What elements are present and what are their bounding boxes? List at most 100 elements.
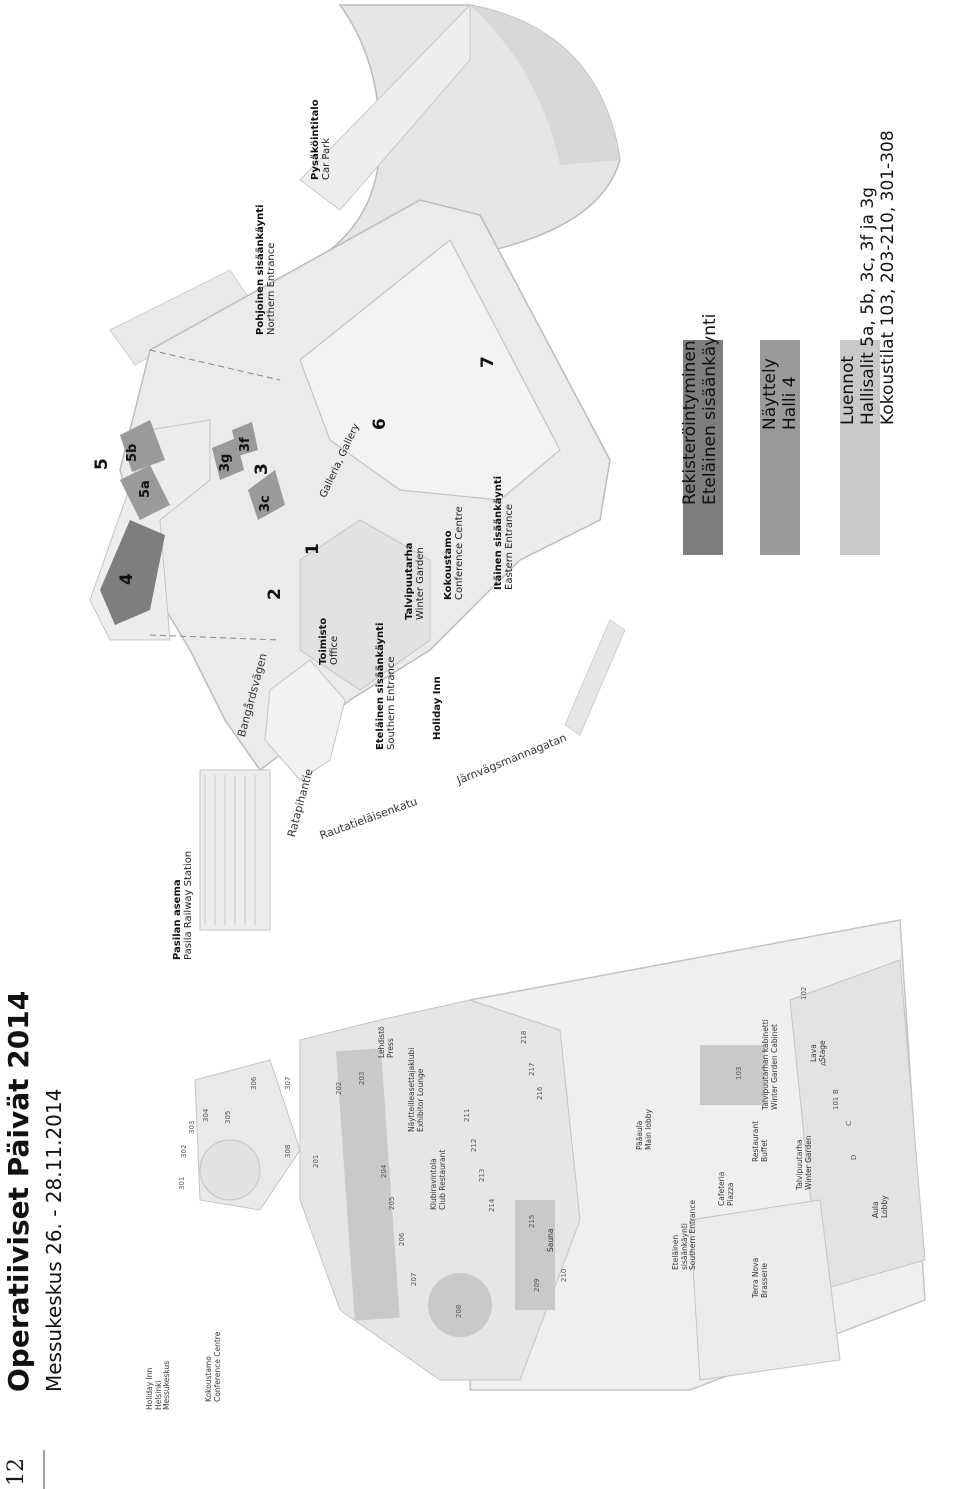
floor-southern-entrance-label: Eteläinen sisäänkäynti Southern Entrance [671,1200,698,1270]
restaurant-label: Restaurant Buffet [751,1121,769,1162]
legend-swatch-registration [683,340,723,555]
rooms-209-215 [515,1200,555,1310]
rooms-203-207 [335,1048,400,1321]
legend-line: Eteläinen sisäänkäynti [700,313,720,505]
rotunda-300 [199,1139,261,1201]
winter-garden-fi: Talvipuutarha [404,542,415,620]
room-308: 308 [284,1144,292,1158]
office-fi: Toimisto [318,617,329,665]
winter-garden-cabinet-label: Talvipuutarhan kabinetti Winter Garden C… [761,1019,779,1110]
club-restaurant-en: Club Restaurant [437,1149,447,1210]
lobby-l2: Lobby [879,1195,889,1218]
legend-line: Luennot [838,355,858,425]
hall-3f [232,422,258,456]
room-302: 302 [180,1144,188,1158]
room-101: 101 [832,1096,840,1110]
conference-centre-label: Kokoustamo Conference Centre [443,506,465,600]
hall-3g-label: 3g [218,453,233,472]
stage-l2: Stage [817,1040,827,1062]
room-letter-b: B [832,1089,840,1094]
eastern-entrance-fi: Itäinen sisäänkäynti [493,475,504,590]
conference-centre-floor-label: Kokoustamo Conference Centre [204,1331,222,1402]
car-park-ramp [299,3,471,211]
exhibitor-lounge-en: Exhibitor Lounge [415,1068,425,1132]
exhibitor-lounge-label: Näytteilleasettajaklubi Exhibitor Lounge [407,1048,425,1132]
terra-nova-label: Terra Nova Brasserie [751,1258,769,1298]
railway-station [199,769,271,931]
room-211: 211 [463,1108,471,1122]
sauna-label: Sauna [546,1228,555,1252]
main-lobby-en: Main lobby [643,1109,653,1150]
winter-garden-label: Talvipuutarha Winter Garden [404,543,426,620]
road [564,619,626,736]
holiday-inn-label: Holiday Inn [432,676,443,740]
room-213: 213 [478,1168,486,1182]
car-park-fi: Pysäköintitalo [310,99,321,180]
terra-nova-l2: Brasserie [759,1262,769,1298]
room-301: 301 [178,1176,186,1190]
northern-entrance-label: Pohjoinen sisäänkäynti Northern Entrance [255,205,277,335]
southern-entrance-label: Eteläinen sisäänkäynti Southern Entrance [375,623,397,750]
room-217: 217 [528,1062,536,1076]
southern-entrance-building [264,659,346,781]
legend-item-registration: Rekisteröintyminen Eteläinen sisäänkäynt… [680,314,720,505]
cafeteria-l2: Piazza [725,1182,735,1206]
room-205: 205 [388,1196,396,1210]
press-en: Press [385,1038,395,1058]
room-210: 210 [560,1268,568,1282]
room-305: 305 [224,1110,232,1124]
legend-line: Näyttely [760,358,780,430]
room-103: 103 [735,1066,743,1080]
room-304: 304 [202,1108,210,1122]
room-215: 215 [528,1214,536,1228]
main-lobby-label: Pääaula Main lobby [635,1109,653,1150]
lower-lobby [689,1199,841,1381]
room-letter-d: D [850,1154,858,1160]
hall-5a [120,465,170,520]
railway-station-fi: Pasilan asema [172,879,183,960]
hall-4-exhibition [100,520,165,625]
room-208: 208 [455,1304,463,1318]
legend-line: Hallisalit 5a, 5b, 3c, 3f ja 3g [858,187,878,425]
hall-5b [120,420,165,472]
winter-garden-floor-l2: Winter Garden [803,1135,813,1190]
northern-entrance-en: Northern Entrance [266,242,277,335]
hall-5a-label: 5a [138,480,153,498]
room-218: 218 [520,1030,528,1044]
hall-2-label: 2 [265,588,285,600]
eastern-entrance-en: Eastern Entrance [504,504,515,590]
legend-item-exhibition: Näyttely Halli 4 [760,358,800,430]
room-letter-c: C [845,1121,853,1126]
winter-garden-cabinet-l2: Winter Garden Cabinet [769,1024,779,1110]
room-307: 307 [284,1076,292,1090]
conference-centre-fi: Kokoustamo [443,530,454,600]
holiday-inn-l3: Messukeskus [162,1360,171,1410]
car-park-en: Car Park [321,137,332,180]
page-subtitle: Messukeskus 26. - 28.11.2014 [42,1088,66,1392]
car-park-label: Pysäköintitalo Car Park [310,99,332,180]
hall-1-label: 1 [303,543,323,555]
railway-station-en: Pasila Railway Station [183,850,194,960]
room-209: 209 [533,1278,541,1292]
winter-garden-floor-label: Talvipuutarha Winter Garden [795,1135,813,1190]
conference-centre-floor-l2: Conference Centre [212,1331,222,1402]
room-102: 102 [800,986,808,1000]
eastern-entrance-label: Itäinen sisäänkäynti Eastern Entrance [493,476,515,590]
hall-3f-label: 3f [238,437,253,452]
hall-5b-label: 5b [125,443,140,462]
lobby-label: Aula Lobby [871,1195,889,1218]
hall-3c [248,470,285,520]
room-208 [428,1273,492,1337]
room-201: 201 [312,1154,320,1168]
room-207: 207 [410,1272,418,1286]
hall-5-label: 5 [92,458,112,470]
office-label: Toimisto Office [318,618,340,665]
hall-6-7-building [299,239,561,501]
hall-3c-label: 3c [258,495,273,512]
club-restaurant-label: Klubiravintola Club Restaurant [429,1149,447,1210]
room-103 [700,1045,765,1105]
conference-centre-building [299,519,431,691]
stage-label: Lava Stage [809,1040,827,1062]
wing-100 [789,959,926,1291]
